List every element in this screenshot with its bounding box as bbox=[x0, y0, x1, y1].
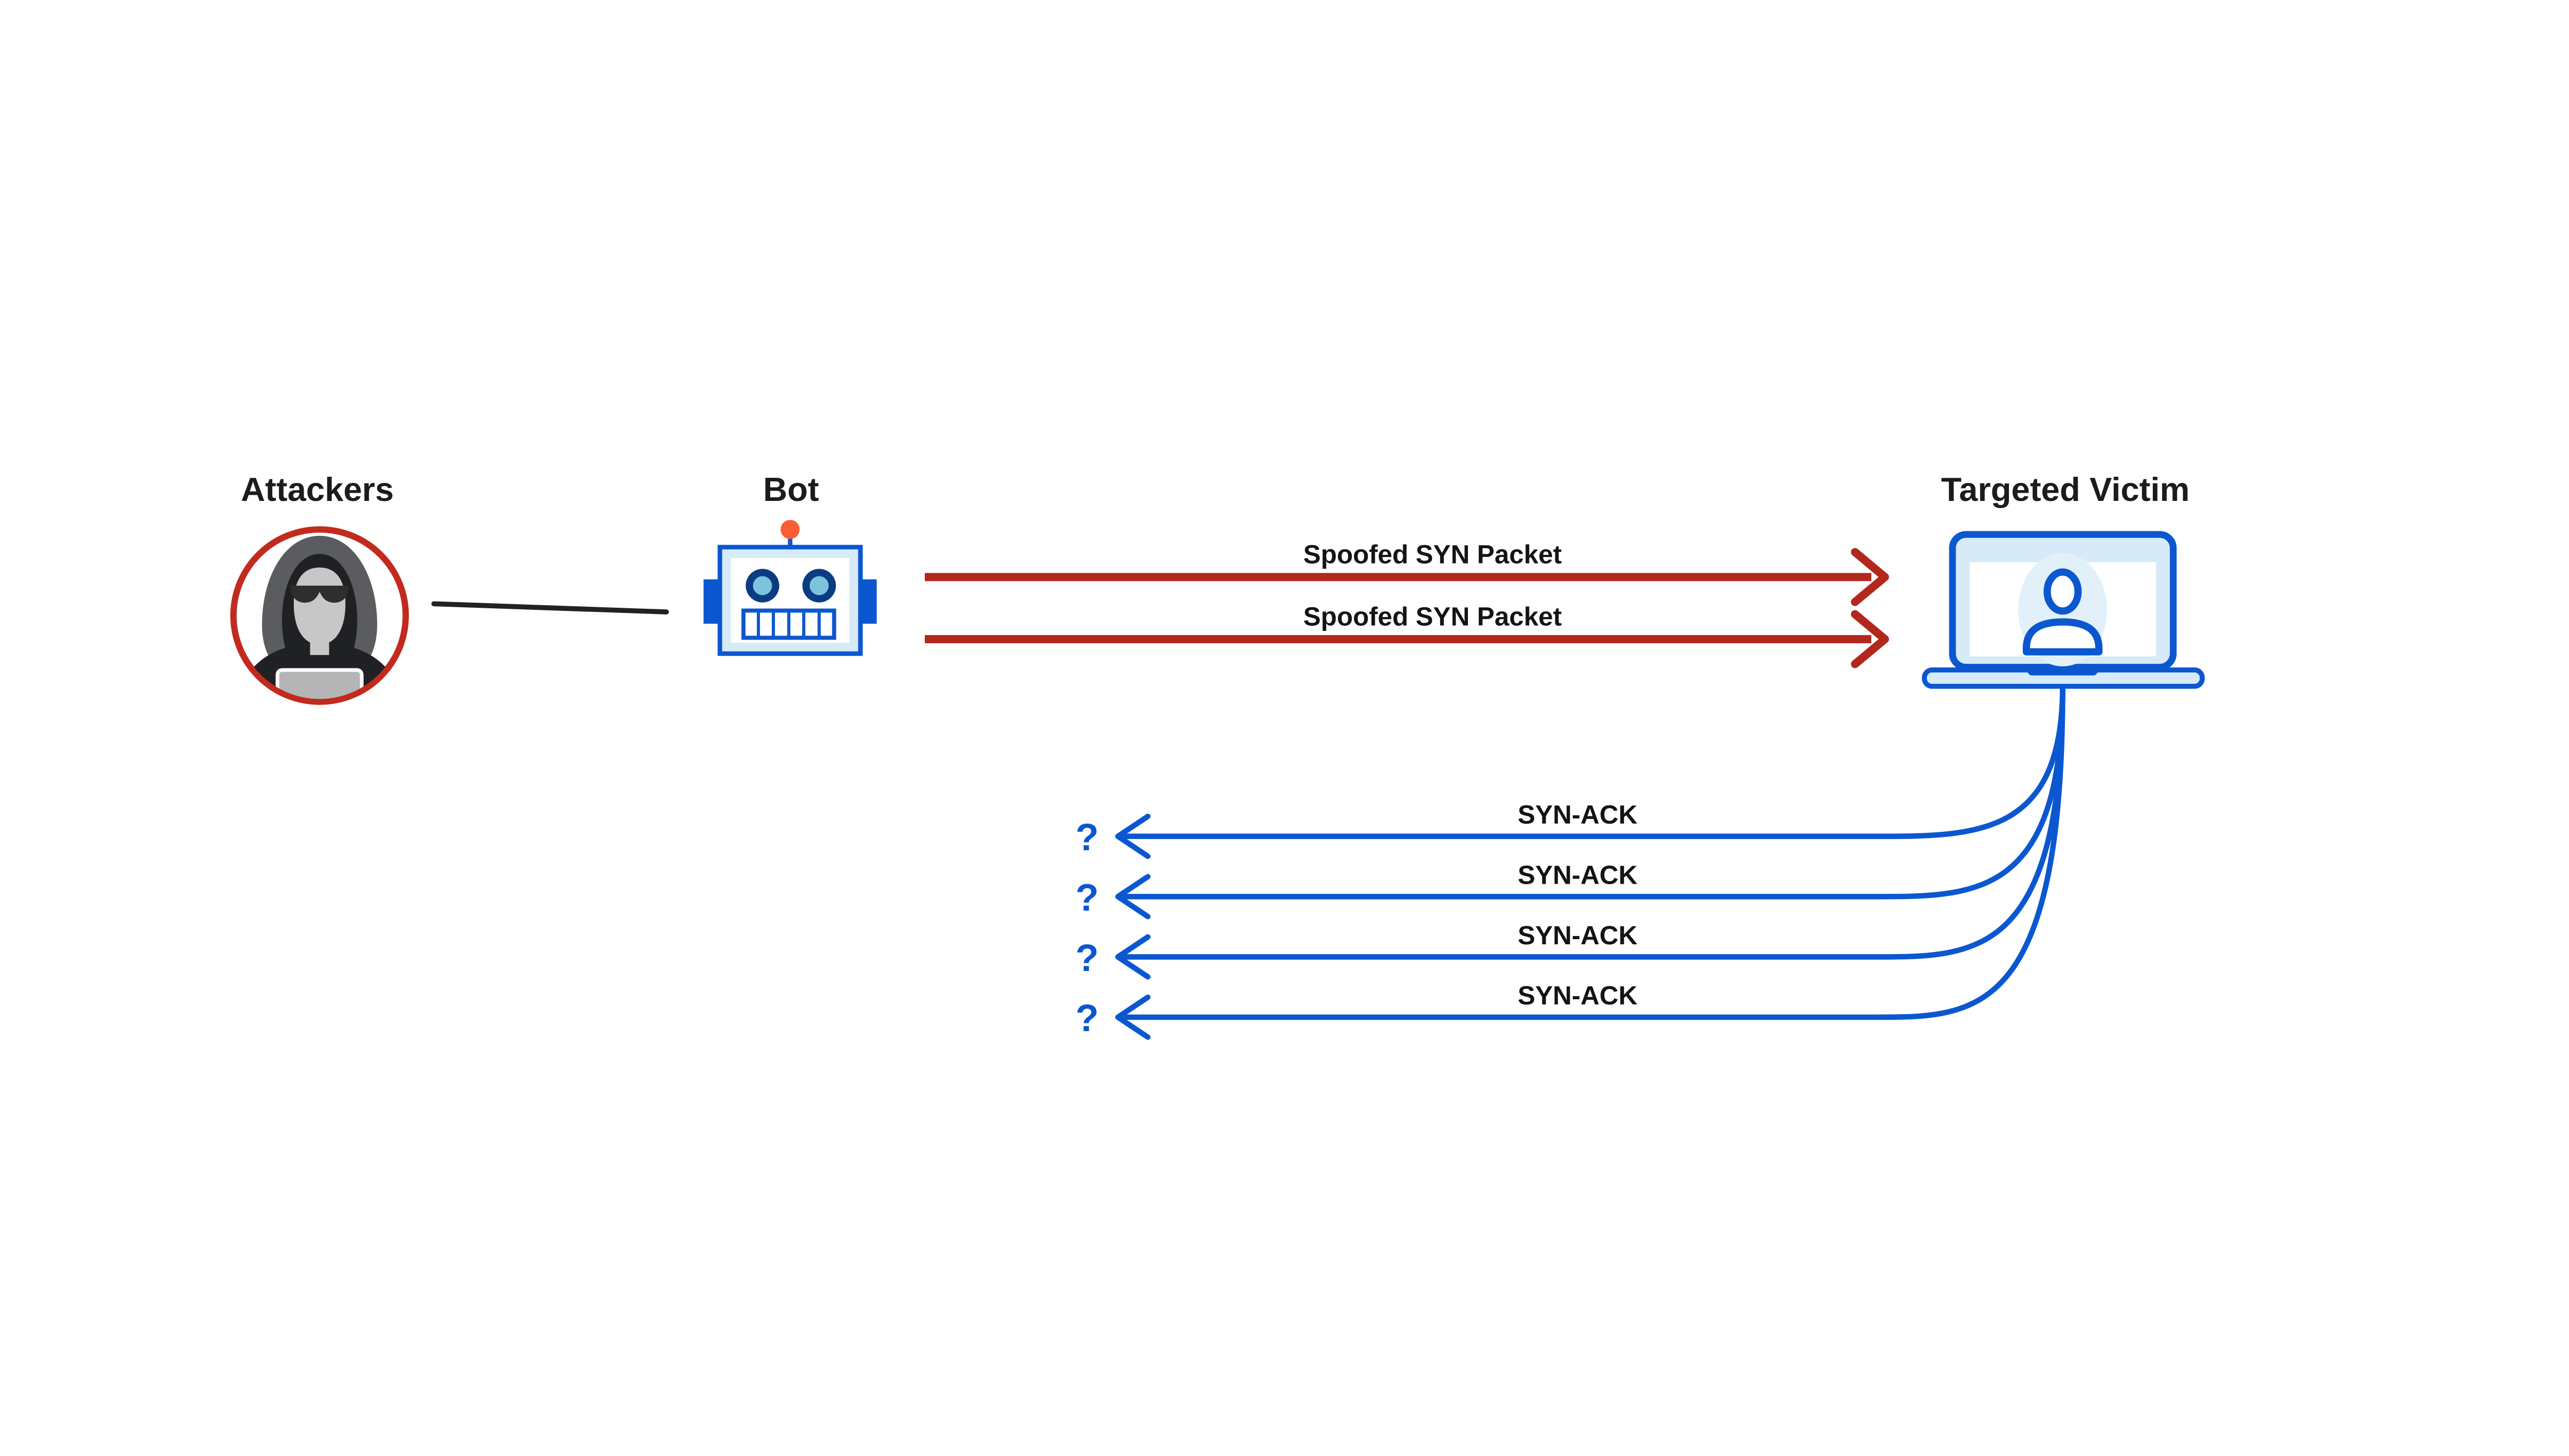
syn-packet-arrowhead-2 bbox=[1851, 610, 1889, 668]
syn-packet-label-1: Spoofed SYN Packet bbox=[1303, 540, 1561, 569]
robot-antenna-ball bbox=[780, 519, 800, 539]
syn-packet-arrow-1: Spoofed SYN Packet bbox=[924, 540, 1889, 606]
attackers-node: Attackers bbox=[230, 471, 409, 705]
syn-ack-line-1 bbox=[1123, 686, 2065, 839]
syn-ack-arrowhead-3 bbox=[1115, 934, 1151, 980]
person-shoulders-icon bbox=[2022, 618, 2103, 656]
robot-head-icon bbox=[703, 519, 877, 656]
attacker-to-bot-connector bbox=[431, 601, 669, 614]
syn-ack-arrowhead-2 bbox=[1115, 874, 1151, 920]
robot-left-pupil bbox=[753, 576, 772, 595]
syn-ack-flow-4: SYN-ACK ? bbox=[1075, 686, 2065, 1040]
victim-node: Targeted Victim bbox=[1922, 471, 2205, 689]
syn-ack-arrowhead-1 bbox=[1115, 813, 1151, 859]
syn-packet-label-2: Spoofed SYN Packet bbox=[1303, 602, 1561, 631]
unknown-destination-mark-1: ? bbox=[1075, 816, 1099, 858]
syn-ack-label-3: SYN-ACK bbox=[1518, 921, 1637, 950]
syn-ack-arrowhead-4 bbox=[1115, 994, 1151, 1040]
laptop-user-icon bbox=[1922, 531, 2205, 689]
syn-flood-attack-diagram: Attackers Bot bbox=[230, 470, 2205, 1040]
syn-packet-arrowhead-1 bbox=[1851, 548, 1889, 606]
syn-ack-label-1: SYN-ACK bbox=[1518, 800, 1637, 829]
bot-node: Bot bbox=[703, 471, 877, 656]
victim-label: Targeted Victim bbox=[1941, 471, 2190, 508]
syn-ack-line-4 bbox=[1123, 686, 2065, 1020]
unknown-destination-mark-4: ? bbox=[1075, 997, 1099, 1039]
syn-ack-flow-1: SYN-ACK ? bbox=[1075, 686, 2065, 859]
person-head-icon bbox=[2043, 568, 2082, 615]
bot-label: Bot bbox=[763, 471, 819, 508]
hacker-face bbox=[293, 567, 346, 645]
syn-ack-label-2: SYN-ACK bbox=[1518, 860, 1637, 889]
unknown-destination-mark-3: ? bbox=[1075, 937, 1099, 979]
attackers-label: Attackers bbox=[241, 471, 394, 508]
syn-ack-label-4: SYN-ACK bbox=[1518, 981, 1637, 1010]
unknown-destination-mark-2: ? bbox=[1075, 876, 1099, 919]
laptop-hinge-notch bbox=[2027, 667, 2098, 676]
robot-mouth-teeth bbox=[757, 610, 821, 638]
robot-right-pupil bbox=[809, 576, 829, 595]
syn-packet-arrow-2: Spoofed SYN Packet bbox=[924, 602, 1889, 668]
hacker-sunglasses-icon bbox=[290, 585, 349, 603]
